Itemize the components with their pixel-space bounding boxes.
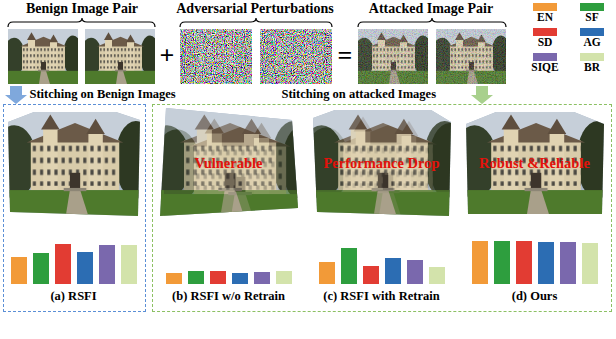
status-overlay: Robust &Reliable xyxy=(479,155,590,172)
legend-swatch xyxy=(533,28,557,36)
attacked-result-group: Stitching on attacked ImagesVulnerable(b… xyxy=(152,104,612,312)
flow-arrow xyxy=(5,86,27,104)
legend-entry: BR xyxy=(570,53,614,74)
stitch-panel: Robust &Reliable (d) Ours xyxy=(466,108,604,308)
legend-label: AG xyxy=(570,36,614,49)
legend-label: SF xyxy=(570,11,614,24)
benign-result-group: Stitching on Benign Images(a) RSFI xyxy=(3,104,146,312)
group-heading: Stitching on attacked Images xyxy=(282,87,437,101)
flow-arrow xyxy=(471,86,493,104)
legend-entry: SF xyxy=(570,3,614,24)
panel-caption: (d) Ours xyxy=(512,289,558,303)
legend-label: EN xyxy=(523,11,567,24)
status-overlay: Performance Drop xyxy=(323,155,439,172)
legend-swatch xyxy=(533,3,557,11)
group-heading: Stitching on Benign Images xyxy=(30,87,176,101)
perturbation-pair: Adversarial Perturbations xyxy=(172,0,338,86)
legend-entry: AG xyxy=(570,28,614,49)
heading: Adversarial Perturbations xyxy=(176,1,333,17)
stitch-panel: (a) RSFI xyxy=(8,108,140,308)
image-pair: Attacked Image Pair xyxy=(352,0,510,86)
legend-entry: EN xyxy=(523,3,567,24)
stitch-panel: Performance Drop (c) RSFI with Retrain xyxy=(313,108,451,308)
panel-caption: (c) RSFI with Retrain xyxy=(323,289,439,303)
legend-label: SIQE xyxy=(523,61,567,74)
legend-swatch xyxy=(533,53,557,61)
legend-entry: SD xyxy=(523,28,567,49)
legend-label: SD xyxy=(523,36,567,49)
stitch-panel: Vulnerable (b) RSFI w/o Retrain xyxy=(160,108,298,308)
legend-swatch xyxy=(580,3,604,11)
operator-symbol: = xyxy=(338,43,353,69)
panel-caption: (a) RSFI xyxy=(50,289,96,303)
legend-swatch xyxy=(580,28,604,36)
legend-label: BR xyxy=(570,61,614,74)
image-pair: Benign Image Pair xyxy=(4,0,160,86)
legend-entry: SIQE xyxy=(523,53,567,74)
heading: Attacked Image Pair xyxy=(369,1,493,17)
panel-caption: (b) RSFI w/o Retrain xyxy=(172,289,285,303)
operator-symbol: + xyxy=(160,43,175,69)
legend-swatch xyxy=(580,53,604,61)
status-overlay: Vulnerable xyxy=(195,155,263,172)
heading: Benign Image Pair xyxy=(26,1,138,17)
